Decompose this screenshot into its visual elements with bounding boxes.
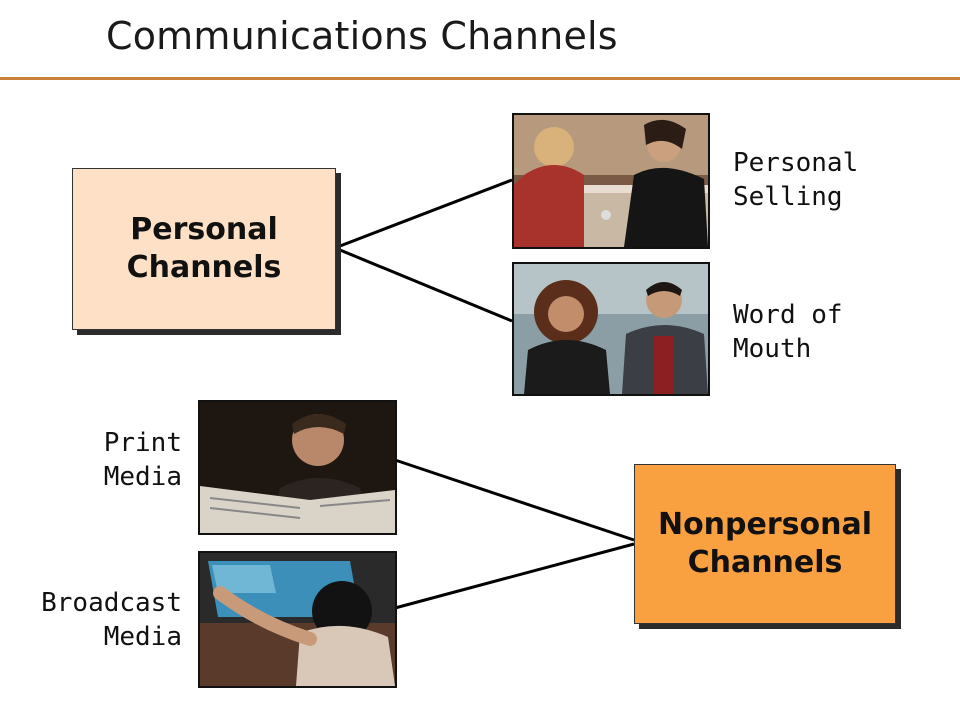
nonpersonal-channels-label: Nonpersonal Channels — [657, 507, 873, 580]
personal-channels-label: Personal Channels — [126, 212, 282, 285]
print-media-label: Print Media — [103, 428, 182, 492]
title-divider — [0, 77, 960, 80]
broadcast-media-label: Broadcast Media — [41, 588, 182, 652]
connector-word-of-mouth — [339, 248, 513, 323]
personal-channels-box: Personal Channels — [72, 168, 336, 330]
connector-broadcast-media — [394, 542, 635, 610]
page-title: Communications Channels — [106, 14, 618, 58]
word-of-mouth-photo — [512, 262, 710, 396]
broadcast-media-photo — [198, 551, 397, 688]
nonpersonal-channels-box: Nonpersonal Channels — [634, 464, 896, 624]
word-of-mouth-label: Word of Mouth — [733, 300, 843, 364]
connector-print-media — [394, 458, 635, 542]
print-media-photo — [198, 400, 397, 535]
personal-selling-label: Personal Selling — [733, 148, 859, 212]
connector-personal-selling — [339, 178, 513, 248]
personal-selling-photo — [512, 113, 710, 249]
